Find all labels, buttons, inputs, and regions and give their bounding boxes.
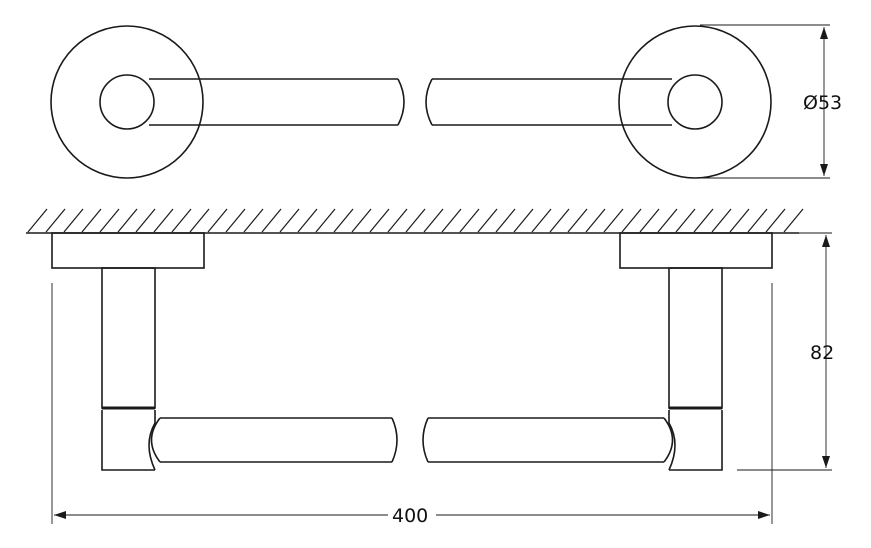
hatch-stroke xyxy=(387,208,408,233)
hatch-stroke xyxy=(459,208,480,233)
hatch-stroke xyxy=(783,208,804,233)
hatch-stroke xyxy=(135,208,156,233)
front-bar-left-segment xyxy=(150,417,398,463)
hatch-stroke xyxy=(657,208,678,233)
hatch-stroke xyxy=(693,208,714,233)
hatch-stroke xyxy=(675,208,696,233)
right-mount-plate-outline xyxy=(618,25,772,179)
hatch-stroke xyxy=(441,208,462,233)
hatch-stroke xyxy=(711,208,732,233)
hatch-stroke xyxy=(171,208,192,233)
hatch-stroke xyxy=(279,208,300,233)
hatch-stroke xyxy=(423,208,444,233)
hatch-stroke xyxy=(297,208,318,233)
top-bar-right-segment xyxy=(425,78,672,126)
right-bracket xyxy=(619,232,773,471)
hatch-stroke xyxy=(153,208,174,233)
depth-dimension xyxy=(737,232,832,471)
hatch-stroke xyxy=(117,208,138,233)
left-bracket xyxy=(51,232,205,471)
hatch-stroke xyxy=(333,208,354,233)
diameter-dimension xyxy=(700,24,830,179)
hatch-stroke xyxy=(531,208,552,233)
top-bar-left-segment xyxy=(149,78,405,126)
diameter-label: Ø53 xyxy=(803,92,842,114)
hatch-stroke xyxy=(549,208,570,233)
hatch-stroke xyxy=(351,208,372,233)
hatch-stroke xyxy=(189,208,210,233)
hatch-stroke xyxy=(243,208,264,233)
hatch-stroke xyxy=(639,208,660,233)
hatch-stroke xyxy=(63,208,84,233)
hatch-stroke xyxy=(225,208,246,233)
left-wall-plate xyxy=(51,232,205,269)
front-bar-right-segment xyxy=(422,417,674,463)
right-mount-post-outline xyxy=(667,74,723,130)
hatch-stroke xyxy=(765,208,786,233)
right-wall-plate xyxy=(619,232,773,269)
hatch-stroke xyxy=(747,208,768,233)
hatch-stroke xyxy=(99,208,120,233)
hatch-stroke xyxy=(45,208,66,233)
length-dimension xyxy=(51,283,773,524)
length-label: 400 xyxy=(392,505,428,527)
hatch-stroke xyxy=(477,208,498,233)
left-post xyxy=(101,267,156,409)
hatch-stroke xyxy=(315,208,336,233)
hatch-stroke xyxy=(369,208,390,233)
left-mount-plate-outline xyxy=(50,25,204,179)
depth-label: 82 xyxy=(810,342,834,364)
hatch-stroke xyxy=(585,208,606,233)
top-view: Ø53 xyxy=(50,24,842,179)
hatch-stroke xyxy=(27,208,48,233)
hatch-stroke xyxy=(513,208,534,233)
right-post xyxy=(668,267,723,409)
hatch-stroke xyxy=(729,208,750,233)
hatch-stroke xyxy=(495,208,516,233)
hatch-stroke xyxy=(567,208,588,233)
hatch-stroke xyxy=(207,208,228,233)
wall-hatching xyxy=(26,208,804,234)
hatch-stroke xyxy=(603,208,624,233)
hatch-stroke xyxy=(405,208,426,233)
hatch-stroke xyxy=(81,208,102,233)
hatch-stroke xyxy=(621,208,642,233)
hatch-stroke xyxy=(261,208,282,233)
left-mount-post-outline xyxy=(99,74,155,130)
front-view: 82 400 xyxy=(26,208,834,527)
